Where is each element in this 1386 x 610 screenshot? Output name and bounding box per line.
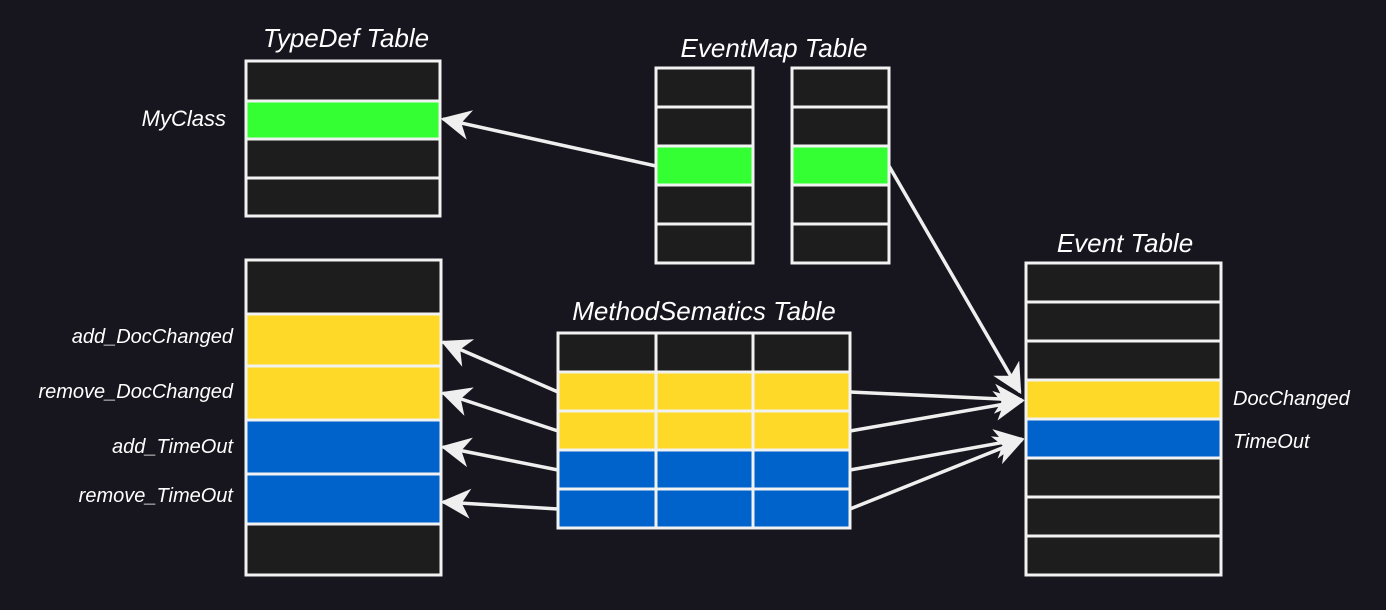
- eventmap-col1-row: [654, 183, 755, 226]
- eventmap-col1-row: [654, 66, 755, 109]
- event-row-label: DocChanged: [1233, 388, 1351, 410]
- method-row-remove-docchanged: [244, 364, 443, 422]
- methodsemantics-cell: [556, 448, 658, 491]
- arrow-semantics-to-event-docchanged: [849, 383, 1025, 414]
- methodsemantics-cell: [654, 370, 755, 413]
- methodsemantics-cell: [654, 487, 755, 530]
- methodsemantics-cell: [654, 409, 755, 452]
- eventmap-col2-row: [790, 183, 891, 226]
- methodsemantics-cell: [654, 448, 755, 491]
- event-row: [1024, 300, 1223, 343]
- method-row-add-timeout: [244, 418, 443, 476]
- typedef-row: [244, 59, 442, 103]
- eventmap-col2-row: [790, 222, 891, 265]
- event-row-docchanged: [1024, 378, 1223, 421]
- event-row: [1024, 339, 1223, 382]
- typedef-table: TypeDef Table MyClass: [142, 23, 442, 218]
- eventmap-col2-row-highlight: [790, 144, 891, 187]
- event-row: [1024, 261, 1223, 304]
- methodsemantics-cell: [751, 331, 852, 374]
- methodsemantics-cell: [751, 487, 852, 530]
- methodsemantics-table: MethodSematics Table: [556, 296, 852, 530]
- methodsemantics-cell: [751, 448, 852, 491]
- event-row: [1024, 456, 1223, 499]
- method-row-label: add_TimeOut: [112, 436, 234, 458]
- methodsemantics-cell: [751, 409, 852, 452]
- arrow-semantics-to-remove-timeout: [440, 488, 559, 519]
- methodsemantics-cell: [751, 370, 852, 413]
- arrow-semantics-to-event-timeout: [849, 436, 1025, 511]
- eventmap-col2-row: [790, 66, 891, 109]
- methodsemantics-cell: [556, 409, 658, 452]
- event-table: Event Table DocChanged TimeOut: [1024, 228, 1351, 577]
- event-row: [1024, 495, 1223, 538]
- typedef-row: [244, 137, 442, 180]
- methodsemantics-cell: [654, 331, 755, 374]
- methodsemantics-cell: [556, 487, 658, 530]
- arrow-semantics-to-add-timeout: [440, 437, 559, 472]
- eventmap-table: EventMap Table: [654, 33, 891, 265]
- typedef-row: [244, 176, 442, 218]
- eventmap-col1-row: [654, 105, 755, 148]
- arrow-eventmap-to-event: [887, 165, 1022, 395]
- methodsemantics-cell: [556, 370, 658, 413]
- arrow-semantics-to-remove-docchanged: [440, 387, 559, 433]
- method-row-label: add_DocChanged: [72, 326, 234, 348]
- event-row: [1024, 534, 1223, 577]
- event-table-title: Event Table: [1057, 228, 1193, 258]
- typedef-row-label: MyClass: [142, 106, 226, 131]
- eventmap-col1-row-highlight: [654, 144, 755, 187]
- method-table: add_DocChanged remove_DocChanged add_Tim…: [38, 258, 443, 577]
- arrows: [440, 110, 1025, 519]
- typedef-table-title: TypeDef Table: [263, 23, 429, 53]
- method-row-label: remove_TimeOut: [79, 485, 235, 507]
- event-row-label: TimeOut: [1233, 431, 1311, 453]
- method-row-remove-timeout: [244, 472, 443, 526]
- method-row-add-docchanged: [244, 312, 443, 368]
- arrow-semantics-to-add-docchanged: [440, 339, 559, 394]
- eventmap-col1-row: [654, 222, 755, 265]
- methodsemantics-table-title: MethodSematics Table: [572, 296, 836, 326]
- eventmap-col2-row: [790, 105, 891, 148]
- arrow-semantics-to-event-timeout: [849, 429, 1025, 472]
- event-row-timeout: [1024, 417, 1223, 460]
- arrow-eventmap-to-typedef: [440, 110, 657, 168]
- method-row: [244, 522, 443, 577]
- method-row: [244, 258, 443, 316]
- methodsemantics-cell: [556, 331, 658, 374]
- arrow-semantics-to-event-docchanged: [849, 390, 1025, 433]
- eventmap-table-title: EventMap Table: [681, 33, 868, 63]
- typedef-row-myclass: [244, 99, 442, 141]
- method-row-label: remove_DocChanged: [38, 381, 233, 403]
